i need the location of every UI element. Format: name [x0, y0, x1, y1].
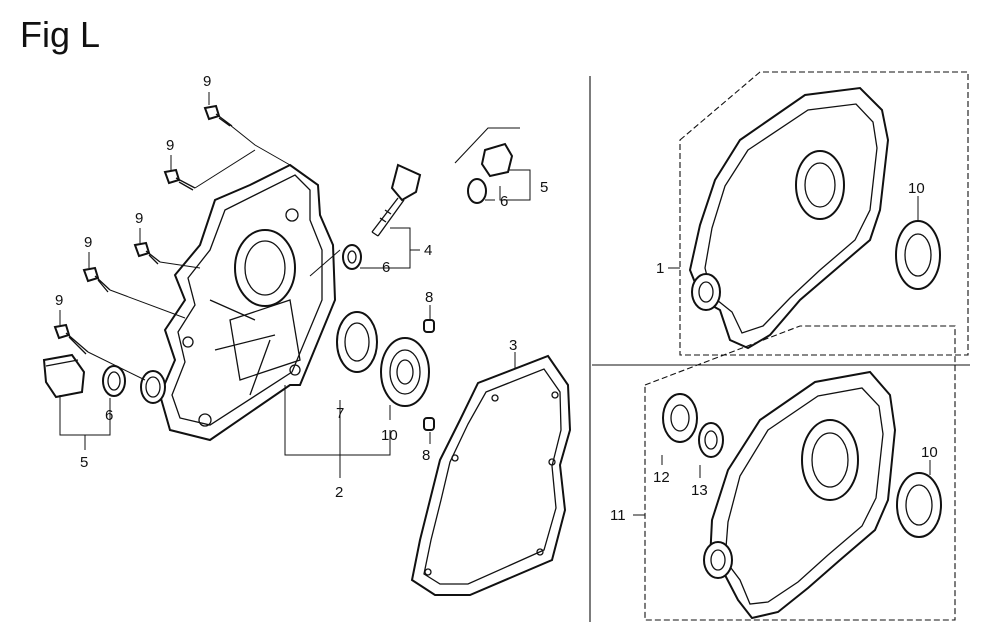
dowel-pin-8-b: [423, 417, 435, 431]
callout-9: 9: [203, 73, 211, 90]
oil-dipstick-4: [342, 163, 422, 270]
callout-13: 13: [691, 482, 708, 499]
callout-1: 1: [656, 260, 664, 277]
oil-seal-7: [336, 311, 378, 373]
bearing-10-left: [380, 337, 430, 407]
bolt-9-e: [53, 323, 89, 355]
crankcase-cover-assembly-11: [644, 325, 956, 621]
callout-5: 5: [80, 454, 88, 471]
oil-filler-cap-5-left: [42, 353, 166, 404]
dowel-pin-8-a: [423, 319, 435, 333]
callout-9: 9: [84, 234, 92, 251]
callout-8: 8: [425, 289, 433, 306]
callout-8: 8: [422, 447, 430, 464]
callout-3: 3: [509, 337, 517, 354]
callout-5: 5: [540, 179, 548, 196]
section-divider: [589, 76, 970, 622]
callout-11: 11: [610, 507, 626, 524]
leader-lines: [59, 92, 931, 516]
crankcase-cover-left: [158, 163, 337, 442]
callout-6: 6: [382, 259, 390, 276]
callout-9: 9: [135, 210, 143, 227]
crankcase-cover-assembly-1: [679, 71, 969, 356]
callout-4: 4: [424, 242, 432, 259]
callout-2: 2: [335, 484, 343, 501]
callout-9: 9: [55, 292, 63, 309]
bolt-9-b: [163, 168, 196, 191]
bolt-9-d: [82, 266, 111, 293]
callout-10: 10: [908, 180, 925, 197]
callout-10: 10: [381, 427, 398, 444]
callout-6: 6: [105, 407, 113, 424]
bolt-9-c: [133, 241, 161, 265]
callout-7: 7: [336, 405, 344, 422]
callout-10: 10: [921, 444, 938, 461]
callout-labels: 9 9 9 9 9 5 6 6 4 5 6 8 8 7 10 2 3 1 10 …: [55, 73, 938, 524]
gasket-3: [410, 354, 572, 596]
callout-6: 6: [500, 193, 508, 210]
oil-filler-cap-5-inset: [454, 127, 520, 204]
bolt-9-a: [203, 104, 233, 127]
figure-title: Fig L: [20, 14, 101, 55]
callout-9: 9: [166, 137, 174, 154]
callout-12: 12: [653, 469, 670, 486]
